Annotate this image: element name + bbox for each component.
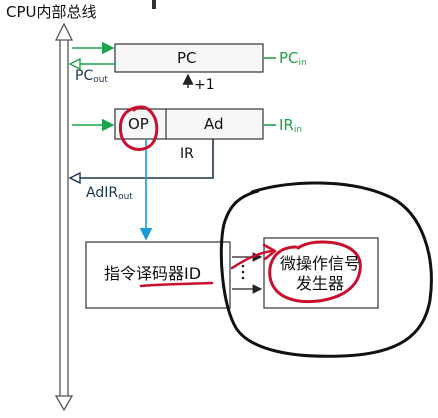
generator-circle-annotation: [268, 240, 362, 304]
adirout-sub: out: [118, 192, 133, 202]
decoder-underline-annotation: [139, 281, 214, 288]
adirout-arrow: [68, 171, 81, 185]
op-label: OP: [128, 115, 149, 133]
pcin-label: PCin: [279, 51, 307, 68]
irin-text: IR: [279, 116, 294, 134]
red-arrow-head: [262, 243, 277, 261]
pc-label: PC: [177, 49, 197, 67]
increment-label: +1: [194, 77, 215, 93]
instruction-decoder-box: [85, 241, 231, 309]
adirout-label: AdIRout: [86, 186, 133, 202]
internal-bus: [54, 22, 74, 412]
adirout-line: [78, 139, 214, 179]
pcout-label: PCout: [75, 69, 108, 85]
pcout-sub: out: [93, 75, 108, 85]
irin-label: IRin: [279, 118, 302, 135]
top-marker: [152, 0, 156, 9]
ad-label: Ad: [204, 115, 224, 133]
decoder-label: 指令译码器ID: [104, 264, 202, 283]
pcout-arrow: [68, 57, 81, 71]
bus-title: CPU内部总线: [6, 3, 97, 21]
generator-label-line2: 发生器: [296, 274, 345, 293]
generator-label-line1: 微操作信号: [280, 254, 361, 273]
pcout-text: PC: [75, 68, 94, 84]
freehand-circle-annotation: [219, 181, 433, 358]
op-circle-annotation: [118, 105, 159, 151]
ellipsis-dots: [241, 264, 245, 280]
pcin-sub: in: [298, 58, 307, 68]
ir-name-label: IR: [180, 146, 194, 162]
irin-sub: in: [293, 125, 303, 135]
ir-register: [114, 108, 264, 140]
pcin-text: PC: [279, 49, 299, 67]
adirout-text: AdIR: [86, 185, 119, 201]
red-arrow-stroke: [230, 249, 274, 270]
